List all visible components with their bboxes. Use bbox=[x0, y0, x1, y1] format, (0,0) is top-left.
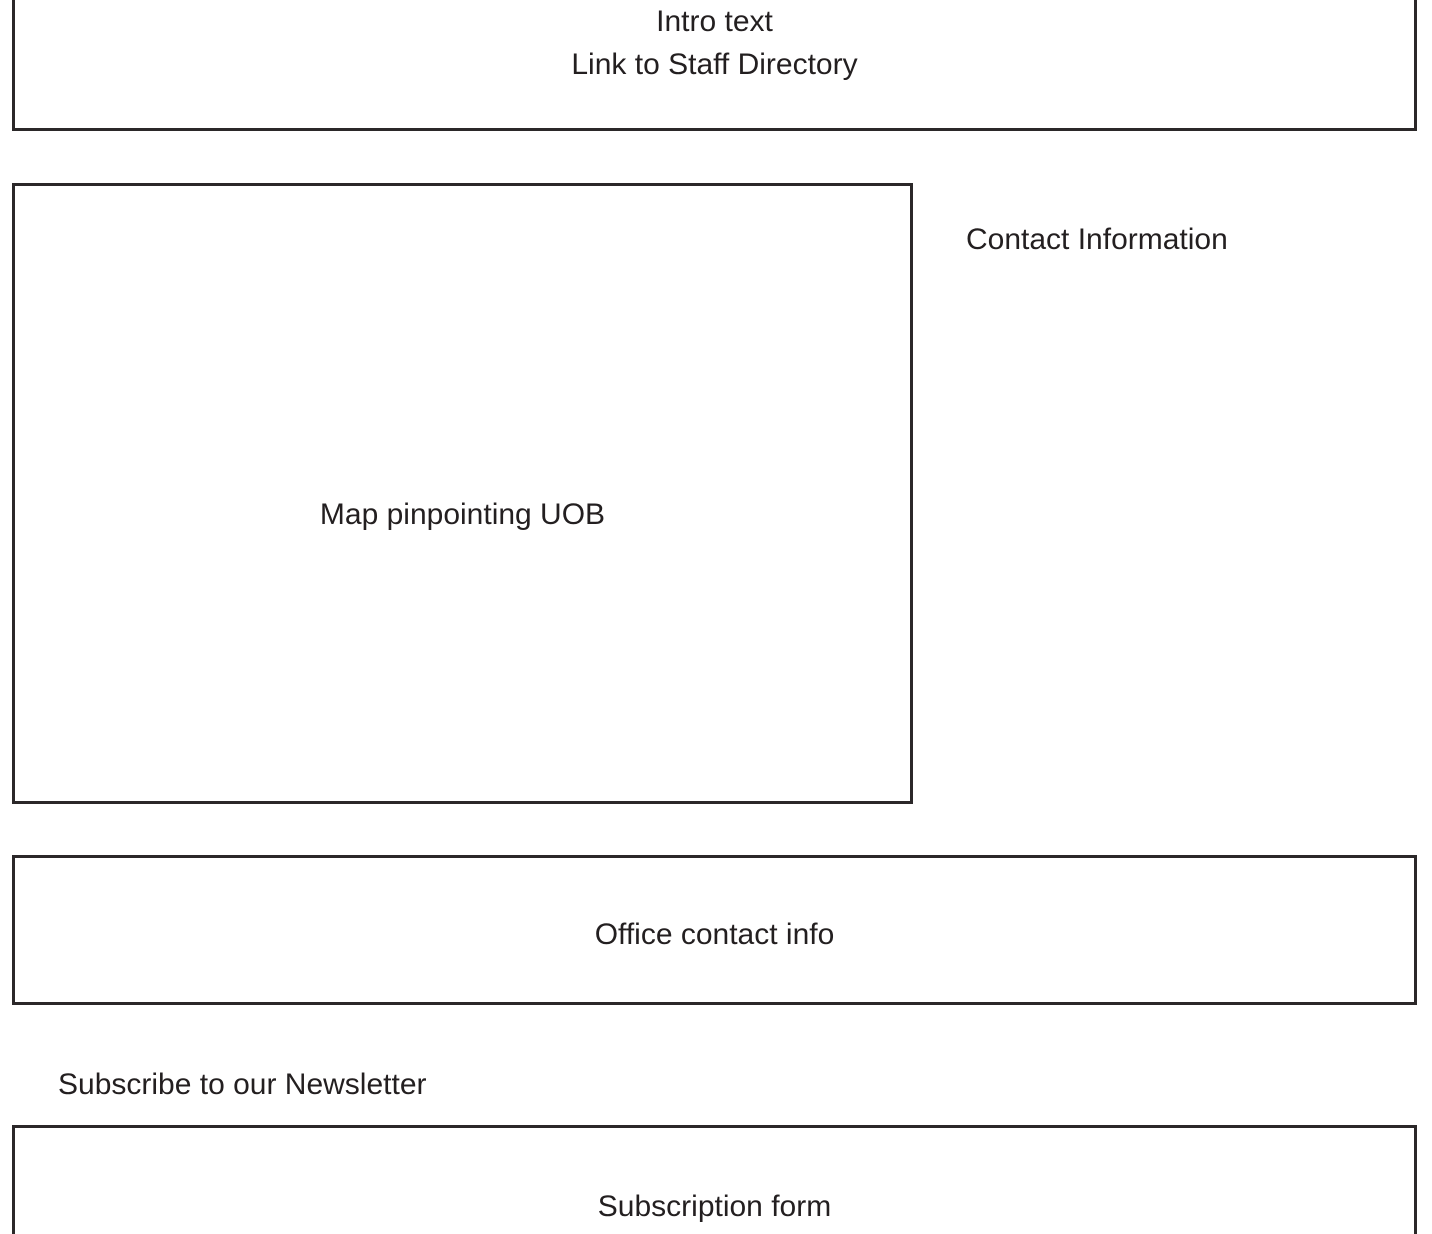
office-contact-info-label: Office contact info bbox=[594, 918, 835, 951]
contact-information-heading: Contact Information bbox=[966, 223, 1228, 256]
intro-section-box bbox=[12, 0, 1417, 131]
newsletter-heading: Subscribe to our Newsletter bbox=[58, 1068, 427, 1101]
intro-text-label: Intro text bbox=[656, 5, 773, 38]
staff-directory-link[interactable]: Link to Staff Directory bbox=[571, 48, 858, 81]
map-placeholder-box[interactable] bbox=[12, 183, 913, 804]
subscription-form-box[interactable] bbox=[12, 1125, 1417, 1234]
office-contact-info-box bbox=[12, 855, 1417, 1005]
map-placeholder-label: Map pinpointing UOB bbox=[319, 498, 606, 531]
subscription-form-label: Subscription form bbox=[597, 1190, 832, 1223]
